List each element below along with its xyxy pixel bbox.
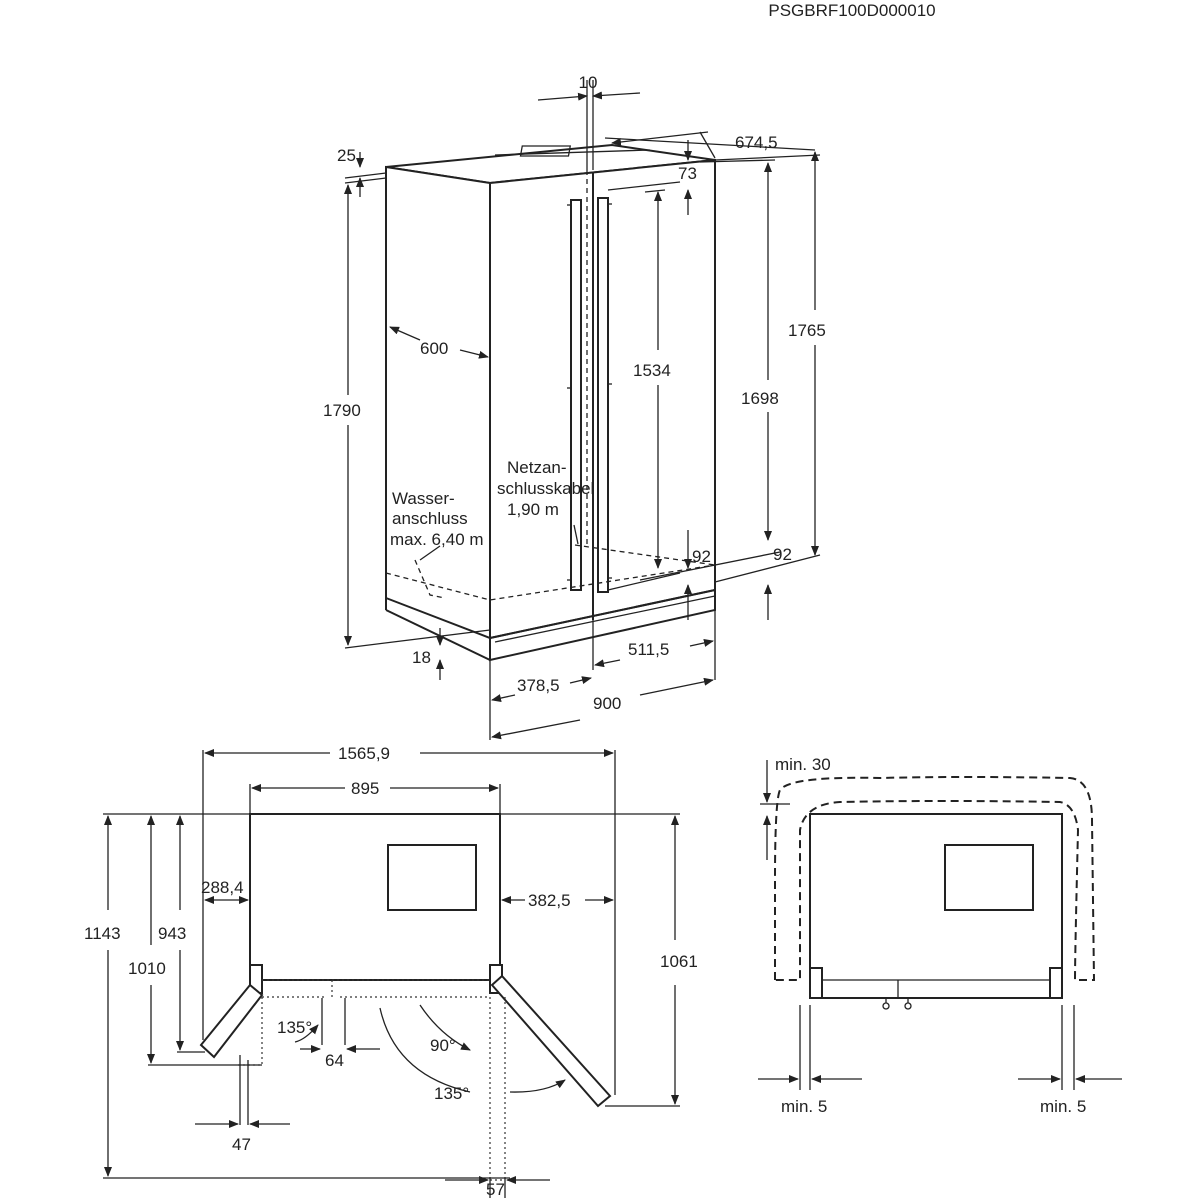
plan-door-left (199, 983, 264, 1059)
dim-674-5: 674,5 (604, 131, 816, 159)
dim-511-5: 511,5 (592, 610, 716, 680)
power-cable-label: Netzan- schlusskabel 1,90 m (497, 458, 594, 519)
dim-1790-label: 1790 (323, 401, 361, 420)
dim-288-4: 288,4 (201, 878, 249, 904)
fridge-side (385, 165, 491, 640)
handle-right (597, 197, 609, 593)
dim-943: 943 (158, 815, 205, 1053)
dim-1143-label: 1143 (84, 924, 121, 943)
dim-64-label: 64 (325, 1051, 344, 1070)
dim-18: 18 (412, 628, 444, 680)
dim-511-5-label: 511,5 (628, 640, 669, 659)
dim-47-label: 47 (232, 1135, 251, 1154)
dim-288-4-label: 288,4 (201, 878, 244, 897)
dim-382-5-label: 382,5 (528, 891, 571, 910)
fridge-3d-view (385, 143, 716, 662)
dim-1565-9-label: 1565,9 (338, 744, 390, 763)
min-30-label: min. 30 (775, 755, 831, 774)
dim-10: 10 (537, 73, 641, 170)
clearance-outline (774, 776, 1096, 981)
dim-1010: 1010 (128, 815, 262, 1066)
dim-378-5-label: 378,5 (517, 676, 560, 695)
dim-900: 900 (491, 677, 714, 740)
plan-display (387, 844, 477, 911)
dim-600-label: 600 (420, 339, 448, 358)
dim-25: 25 (337, 146, 387, 197)
dim-943-label: 943 (158, 924, 186, 943)
dim-92-inner: 92 (639, 530, 781, 620)
angle-90: 90° (430, 1036, 456, 1055)
drawing-code: PSGBRF100D000010 (768, 1, 935, 20)
dim-57-label: 57 (486, 1180, 505, 1199)
handle-left (570, 199, 582, 591)
dim-25-label: 25 (337, 146, 356, 165)
dim-73: 73 (678, 140, 697, 215)
clearance-display (944, 844, 1034, 911)
dim-10-label: 10 (579, 73, 598, 92)
power-label-3: 1,90 m (507, 500, 559, 519)
dim-1765-label: 1765 (788, 321, 826, 340)
dim-895-label: 895 (351, 779, 379, 798)
dim-382-5: 382,5 (501, 891, 614, 910)
clearance-body (809, 813, 1063, 999)
dim-1534-label: 1534 (633, 361, 671, 380)
dim-1698: 1698 (699, 159, 779, 541)
power-label-1: Netzan- (507, 458, 567, 477)
dim-895: 895 (249, 779, 501, 814)
dim-57: 57 (445, 1176, 550, 1199)
angle-135-right: 135° (434, 1084, 469, 1103)
dim-378-5: 378,5 (489, 660, 592, 740)
dim-1765: 1765 (714, 151, 826, 556)
dim-1061-label: 1061 (660, 952, 698, 971)
dim-73-label: 73 (678, 164, 697, 183)
dim-92-outer: 92 (714, 545, 821, 620)
dim-18-label: 18 (412, 648, 431, 667)
plan-door-right (490, 974, 612, 1108)
dim-1061: 1061 (605, 815, 698, 1107)
dim-92-outer-label: 92 (773, 545, 792, 564)
dim-92-inner-label: 92 (692, 547, 711, 566)
angle-135-left: 135° (277, 1018, 312, 1037)
water-label-1: Wasser- (392, 489, 455, 508)
plan-view (199, 813, 612, 1181)
water-label-2: anschluss (392, 509, 468, 528)
clearance-view: min. 30 min. 5 min. 5 (758, 755, 1122, 1116)
dim-1010-label: 1010 (128, 959, 166, 978)
plan-body (249, 813, 501, 981)
water-label-3: max. 6,40 m (390, 530, 484, 549)
min-5-left-label: min. 5 (781, 1097, 827, 1116)
water-connection-label: Wasser- anschluss max. 6,40 m (390, 489, 484, 549)
dim-1790: 1790 (323, 177, 491, 649)
dim-900-label: 900 (593, 694, 621, 713)
dim-674-5-label: 674,5 (735, 133, 778, 152)
dim-1534: 1534 (633, 189, 671, 569)
min-5-right-label: min. 5 (1040, 1097, 1086, 1116)
dim-1698-label: 1698 (741, 389, 779, 408)
dim-1565-9: 1565,9 (202, 744, 616, 1095)
dim-47: 47 (195, 1055, 290, 1154)
dim-600: 600 (389, 326, 489, 359)
power-label-2: schlusskabel (497, 479, 594, 498)
dim-1143: 1143 (84, 815, 510, 1179)
